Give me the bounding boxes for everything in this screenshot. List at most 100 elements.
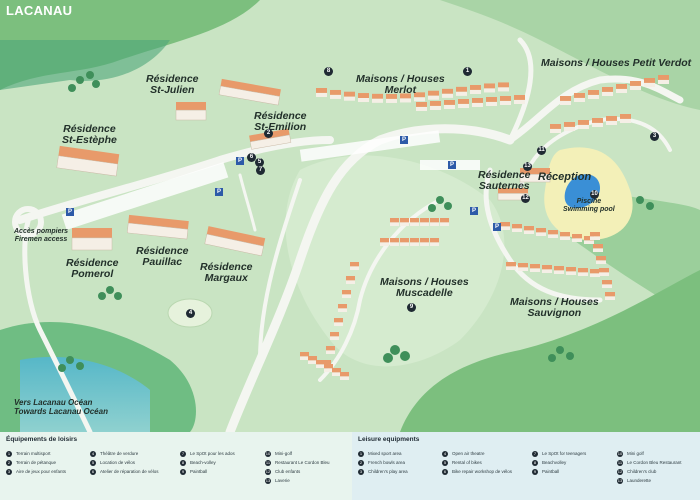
house: [514, 95, 525, 104]
pin-12[interactable]: 12: [521, 194, 530, 203]
legend-label: Rental of bikes: [452, 460, 482, 465]
residence-building: [71, 228, 113, 251]
legend-number: 4: [442, 450, 448, 457]
house: [584, 236, 594, 244]
parking-icon: P: [470, 207, 478, 215]
house: [316, 360, 325, 368]
pin-3[interactable]: 3: [650, 132, 659, 141]
legend-label: Terrain de pétanque: [16, 460, 57, 465]
pin-5[interactable]: 5: [255, 158, 264, 167]
legend-number: 2: [358, 459, 364, 466]
legend-number: 6: [90, 468, 96, 475]
house: [372, 93, 383, 103]
house: [300, 352, 309, 360]
house: [590, 269, 600, 277]
pin-4[interactable]: 4: [186, 309, 195, 318]
house: [390, 238, 399, 246]
legend-label: Location de vélos: [100, 460, 136, 465]
legend-number: 8: [532, 459, 538, 466]
legend-label: Terrain multisport: [16, 451, 51, 456]
house: [590, 232, 600, 240]
house: [346, 276, 355, 284]
house: [560, 232, 570, 240]
legend-number: 7: [180, 450, 186, 457]
house: [599, 268, 609, 276]
legend-label: Le SpOt pour les ados: [190, 451, 235, 456]
legend-label: Le SpOt for teenagers: [542, 451, 587, 456]
legend-label: Open air theatre: [452, 451, 485, 456]
house: [506, 262, 516, 270]
legend-number: 1: [358, 450, 364, 457]
house: [334, 318, 343, 326]
house: [350, 262, 359, 270]
legend-label: Club enfants: [275, 469, 301, 474]
parking-icon: P: [66, 208, 74, 216]
pin-13[interactable]: 13: [523, 162, 532, 171]
legend-number: 1: [6, 450, 12, 457]
legend-number: 3: [6, 468, 12, 475]
legend-item: 1 Terrain multisport: [6, 449, 66, 458]
legend-label: Théâtre de verdure: [100, 451, 139, 456]
house: [414, 92, 425, 102]
legend-item: 5 Rental of bikes: [442, 458, 512, 467]
house: [326, 346, 335, 354]
pin-2[interactable]: 2: [264, 129, 273, 138]
buildings-layer: [56, 75, 669, 380]
house: [616, 84, 627, 93]
legend-label: Laverie: [275, 478, 290, 483]
legend-label: Le Cordon Bleu Restaurant: [627, 460, 682, 465]
pin-10[interactable]: 10: [590, 190, 599, 199]
house: [442, 88, 453, 98]
legend-label: Beachvolley: [542, 460, 567, 465]
house: [324, 364, 333, 372]
legend-number: 5: [442, 459, 448, 466]
house: [338, 304, 347, 312]
house: [554, 266, 564, 274]
pin-1[interactable]: 1: [463, 67, 472, 76]
residence-building: [204, 226, 266, 257]
pin-9[interactable]: 9: [407, 303, 416, 312]
house: [644, 78, 655, 87]
legend-item: 1 Mixed sport area: [358, 449, 408, 458]
legend-label: Mixed sport area: [368, 451, 402, 456]
legend-number: 13: [265, 477, 271, 484]
legend-label: Beach-volley: [190, 460, 216, 465]
house: [560, 96, 571, 105]
house: [536, 228, 546, 236]
residence-building: [218, 78, 281, 106]
residence-building: [175, 102, 207, 121]
pin-6[interactable]: 6: [247, 153, 256, 162]
house: [340, 372, 349, 380]
residence-building: [56, 145, 120, 177]
house: [605, 292, 615, 300]
label-petit-verdot: Maisons / Houses Petit Verdot: [541, 57, 692, 69]
house: [578, 120, 589, 129]
pin-7[interactable]: 7: [256, 166, 265, 175]
house: [416, 102, 427, 111]
house: [593, 244, 603, 252]
legend-label: Launderette: [627, 478, 652, 483]
legend-number: 11: [265, 459, 271, 466]
house: [430, 218, 439, 226]
house: [498, 82, 509, 92]
house: [548, 230, 558, 238]
legend-item: 8 Beachvolley: [532, 458, 586, 467]
pin-8[interactable]: 8: [324, 67, 333, 76]
pin-11[interactable]: 11: [537, 146, 546, 155]
